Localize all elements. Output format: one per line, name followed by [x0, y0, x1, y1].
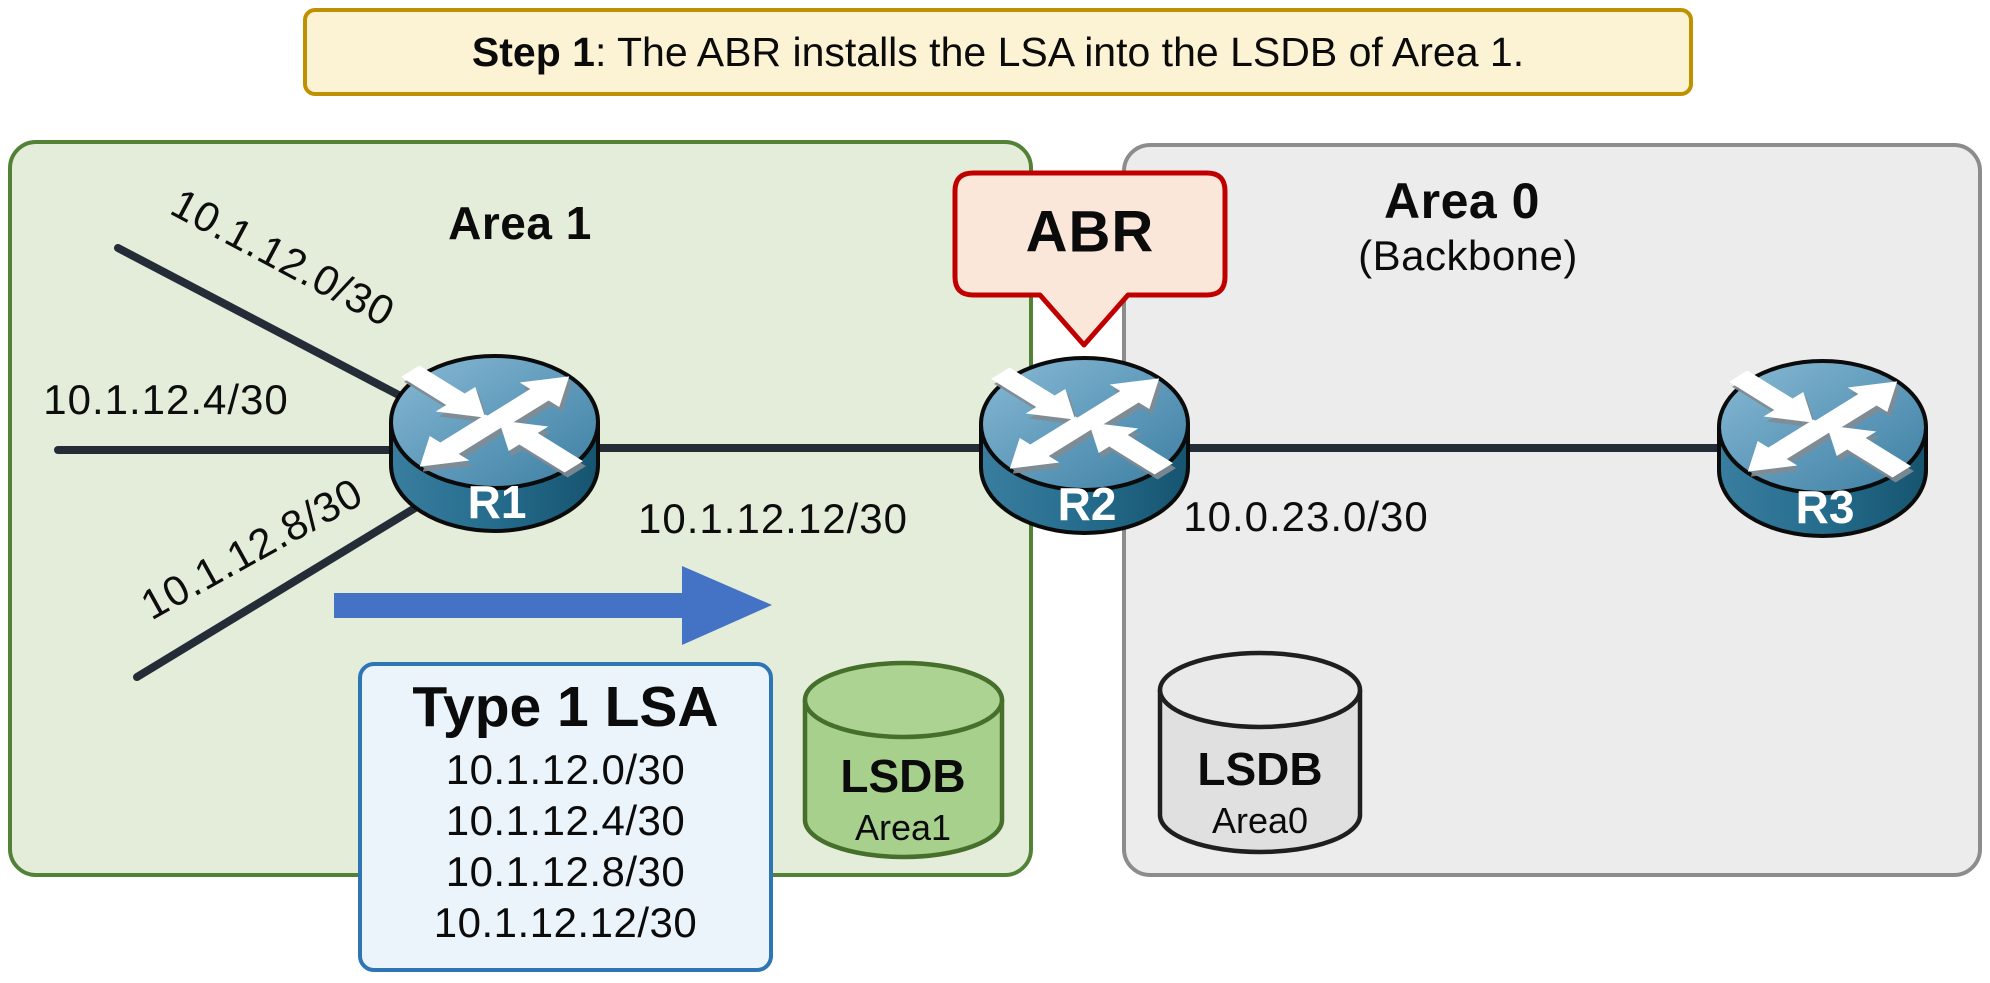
type1-lsa-box: Type 1 LSA 10.1.12.0/30 10.1.12.4/30 10.…	[358, 662, 773, 972]
link-label-10-1-12-12: 10.1.12.12/30	[638, 495, 908, 542]
lsa-entry: 10.1.12.8/30	[445, 847, 686, 895]
area0-subtitle: (Backbone)	[1358, 232, 1578, 279]
type1-lsa-title: Type 1 LSA	[412, 675, 719, 739]
abr-callout-bubble	[952, 170, 1228, 348]
area1-title: Area 1	[448, 197, 592, 249]
lsa-flood-arrow	[334, 566, 772, 645]
network-links	[54, 244, 1826, 681]
lsdb-area0-sublabel: Area0	[1212, 800, 1308, 841]
abr-callout-label: ABR	[1025, 199, 1155, 265]
lsdb-area1-sublabel: Area1	[855, 807, 951, 848]
lsdb-area1-cylinder: LSDB Area1	[802, 660, 1005, 860]
lsa-entry: 10.1.12.0/30	[445, 745, 686, 793]
link-label-10-1-12-4: 10.1.12.4/30	[43, 376, 289, 423]
area0-title: Area 0	[1384, 173, 1540, 229]
lsa-entry: 10.1.12.12/30	[433, 898, 698, 946]
step-banner: Step 1: The ABR installs the LSA into th…	[303, 8, 1693, 96]
step-banner-text: : The ABR installs the LSA into the LSDB…	[594, 28, 1525, 75]
type1-lsa-entries: 10.1.12.0/30 10.1.12.4/30 10.1.12.8/30 1…	[434, 744, 697, 948]
router-r2-label: R2	[1058, 478, 1117, 530]
router-r2: R2	[980, 358, 1188, 533]
router-r3: R3	[1718, 361, 1926, 536]
router-r1-label: R1	[468, 476, 527, 528]
lsdb-area1-label: LSDB	[840, 750, 965, 802]
lsdb-area0-label: LSDB	[1197, 743, 1322, 795]
lsdb-area0-cylinder: LSDB Area0	[1157, 650, 1363, 855]
step-banner-step: Step 1	[471, 28, 595, 75]
router-r1: R1	[390, 356, 598, 531]
lsa-entry: 10.1.12.4/30	[445, 796, 686, 844]
link-label-10-0-23-0: 10.0.23.0/30	[1183, 493, 1429, 540]
router-r3-label: R3	[1796, 481, 1855, 533]
